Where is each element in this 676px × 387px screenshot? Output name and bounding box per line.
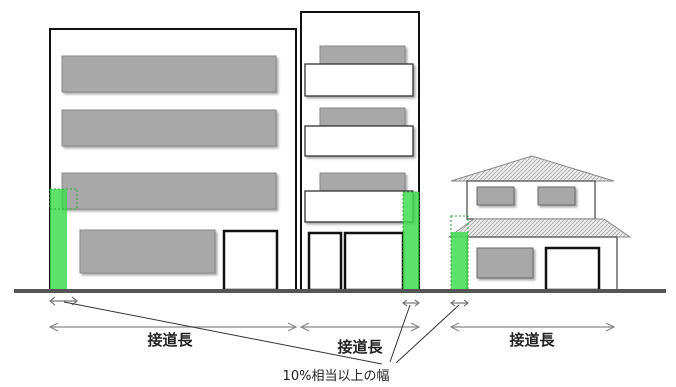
leader-line-3 [395,304,460,364]
house-garage-door [544,246,601,292]
width-note: 10%相当以上の幅 [283,369,390,384]
house-upper-roof [450,155,615,182]
frontage-label-1: 接道長 [147,331,193,349]
building-2-window-2 [319,107,406,127]
leader-line-1 [63,301,383,365]
building-2-window-1 [319,45,406,65]
frontage-label-2: 接道長 [337,338,383,356]
building-1-window-1 [61,55,277,93]
building-2 [300,11,420,292]
green-zone-1 [50,189,67,290]
building-1-window-3 [61,172,277,210]
green-zone-3 [451,232,468,290]
frontage-label-3: 接道長 [509,331,555,349]
building-1-shop-window [79,229,216,274]
house-window-upper-right [537,186,576,206]
building-1 [49,28,297,292]
house-window-lower [476,247,534,279]
leader-lines [63,301,460,365]
building-1-window-2 [61,109,277,147]
leader-line-2 [389,304,411,363]
green-zone-1-outline [49,188,78,210]
width-arrows [49,296,469,307]
house-window-upper-left [476,186,515,206]
building-2-window-3 [319,172,406,192]
building-1-door [222,229,279,292]
house-lower-roof [447,218,632,238]
ground-line [14,289,666,293]
building-2-balcony-1 [304,63,414,97]
building-2-balcony-3 [304,190,414,223]
green-zone-3-outline [450,215,469,291]
house [447,155,632,292]
building-2-door-right [343,231,405,292]
building-2-door-left [307,231,343,292]
building-2-balcony-2 [304,125,414,157]
frontage-arrows [48,322,616,332]
green-zone-2 [403,192,419,290]
